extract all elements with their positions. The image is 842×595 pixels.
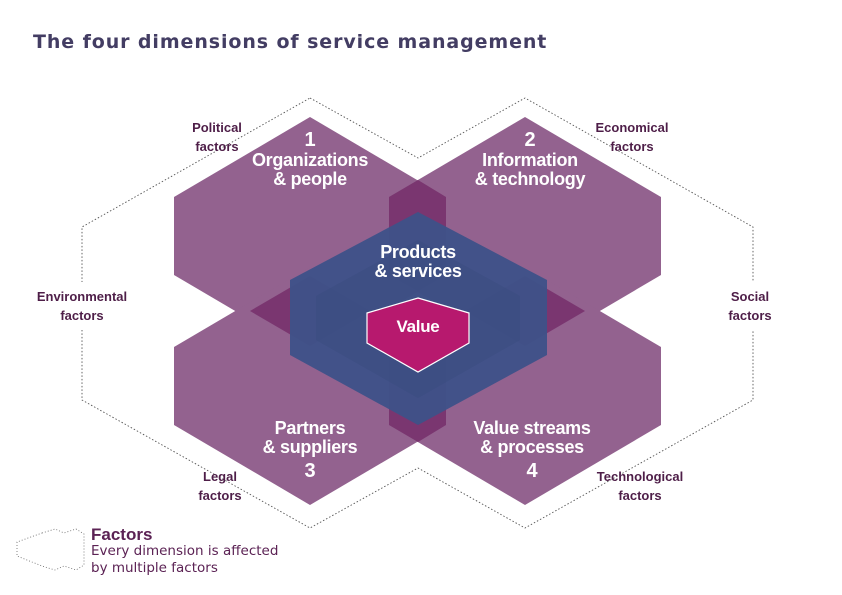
core-label-line2: & services bbox=[374, 260, 462, 281]
value-label: Value bbox=[368, 318, 468, 336]
factor-legal: Legal factors bbox=[180, 467, 260, 505]
value-hexagon bbox=[366, 297, 470, 373]
dimension-3-name-line1: Partners bbox=[274, 418, 346, 438]
dimension-3-label: Partners & suppliers 3 bbox=[230, 419, 390, 482]
dimension-4-label: Value streams & processes 4 bbox=[447, 419, 617, 482]
factor-economical-line2: factors bbox=[610, 139, 654, 154]
page-title: The four dimensions of service managemen… bbox=[33, 31, 548, 53]
factor-legal-line1: Legal bbox=[203, 469, 237, 484]
dimension-1-name-line1: Organizations bbox=[251, 150, 369, 170]
dimension-3-name-line2: & suppliers bbox=[262, 436, 358, 457]
factor-political: Political factors bbox=[178, 118, 256, 156]
dimension-4-number: 4 bbox=[526, 459, 538, 482]
factor-environmental: Environmental factors bbox=[22, 287, 142, 325]
factor-legal-line2: factors bbox=[198, 488, 242, 503]
dimension-2-label: 2 Information & technology bbox=[450, 130, 610, 189]
factor-technological: Technological factors bbox=[582, 467, 698, 505]
factor-social-line2: factors bbox=[728, 308, 772, 323]
dimension-1-name-line2: & people bbox=[273, 168, 347, 189]
core-label: Products & services bbox=[348, 243, 488, 281]
factor-environmental-line2: factors bbox=[60, 308, 104, 323]
factor-technological-line2: factors bbox=[618, 488, 662, 503]
legend-description: Every dimension is affected by multiple … bbox=[91, 543, 301, 577]
factor-political-line2: factors bbox=[195, 139, 239, 154]
legend-description-line1: Every dimension is affected bbox=[91, 543, 279, 559]
dimension-2-name-line2: & technology bbox=[474, 168, 586, 189]
factor-environmental-line1: Environmental bbox=[36, 289, 128, 304]
dimension-2-name-line1: Information bbox=[482, 150, 578, 170]
dimension-4-name-line1: Value streams bbox=[473, 418, 591, 438]
dimension-4-name-line2: & processes bbox=[480, 436, 584, 457]
legend-description-line2: by multiple factors bbox=[91, 560, 218, 576]
dimension-2-number: 2 bbox=[524, 129, 536, 151]
factor-social-line1: Social bbox=[730, 289, 770, 304]
factor-economical-line1: Economical bbox=[595, 120, 669, 135]
factors-boundary bbox=[81, 97, 754, 529]
factor-economical: Economical factors bbox=[582, 118, 682, 156]
legend-title: Factors bbox=[91, 525, 153, 544]
dimension-3-number: 3 bbox=[304, 459, 316, 482]
dimension-1-label: 1 Organizations & people bbox=[230, 130, 390, 189]
value-label-text: Value bbox=[396, 317, 440, 336]
factor-technological-line1: Technological bbox=[596, 469, 684, 484]
factor-social: Social factors bbox=[710, 287, 790, 325]
dotted-hexagon-icon bbox=[16, 528, 85, 571]
core-label-line1: Products bbox=[380, 242, 456, 262]
dimension-1-number: 1 bbox=[304, 129, 316, 151]
factor-political-line1: Political bbox=[192, 120, 242, 135]
